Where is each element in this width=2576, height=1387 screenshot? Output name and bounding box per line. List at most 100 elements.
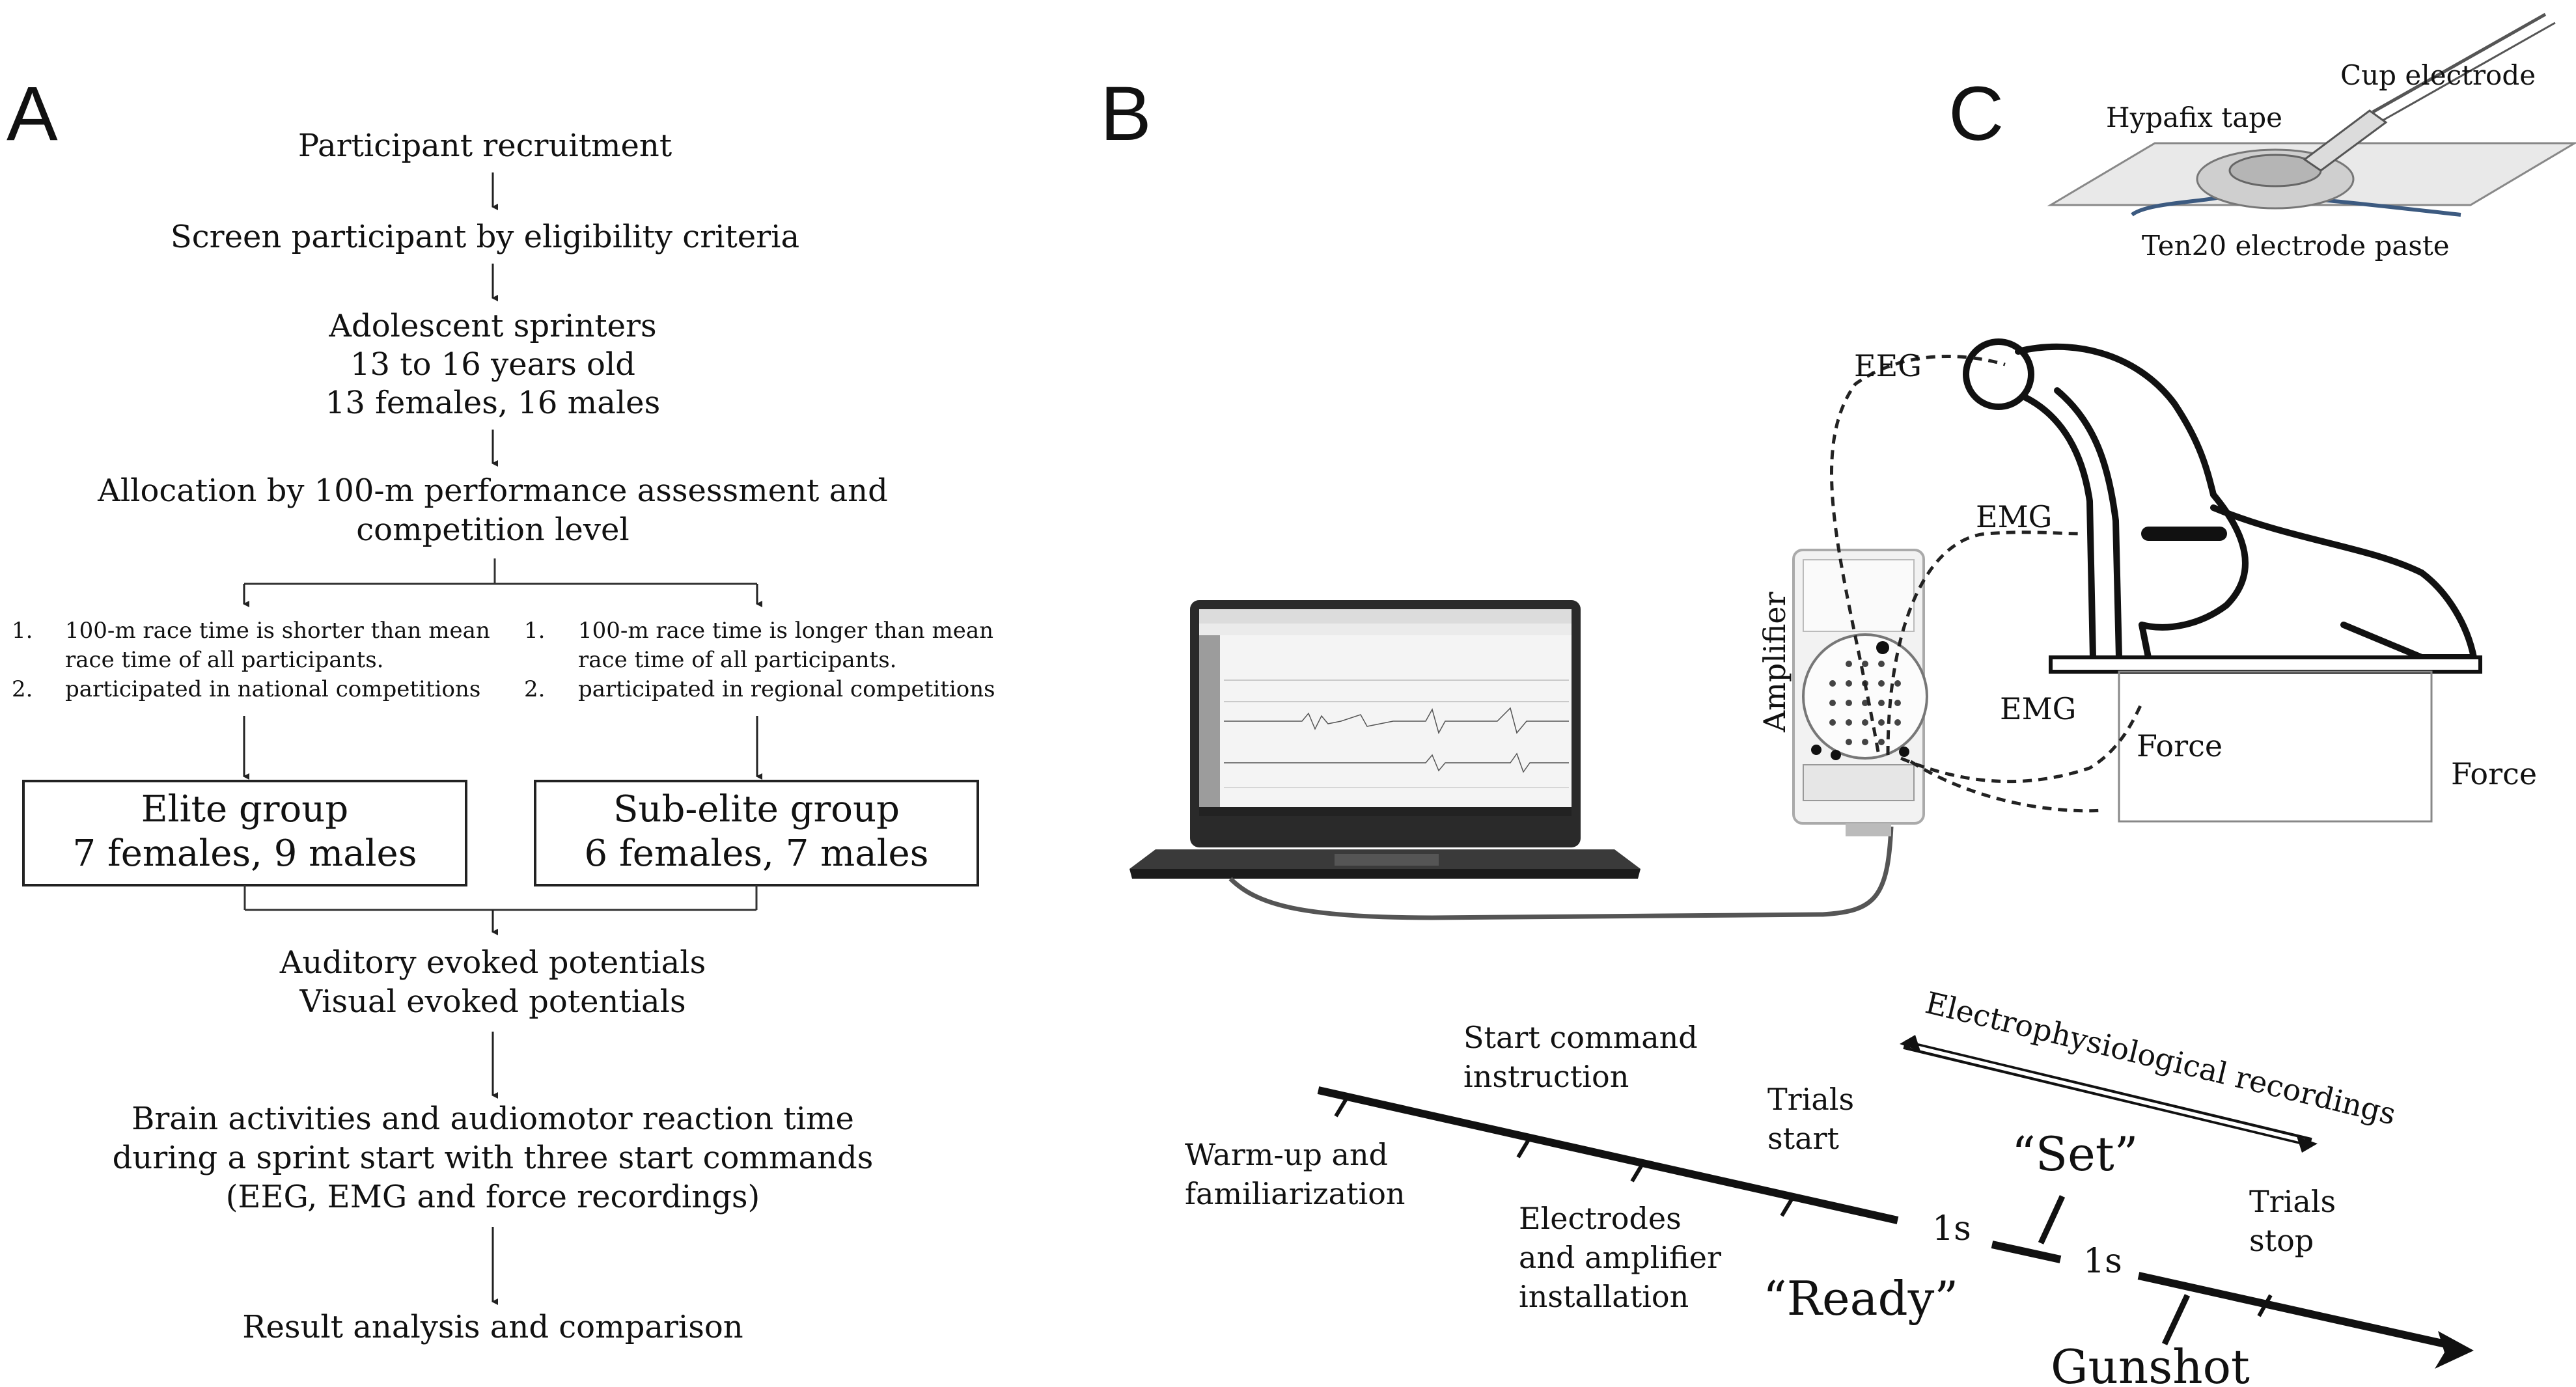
athlete-arm-right — [2054, 387, 2122, 661]
panel-b-letter: B — [1100, 71, 1152, 157]
right-criteria-number-1: 1. — [524, 618, 545, 644]
right-criteria-1-line2: race time of all participants. — [578, 647, 896, 673]
step-brain-activities-line1: Brain activities and audiomotor reaction… — [132, 1101, 854, 1137]
panel-c-letter: C — [1948, 71, 2004, 157]
screen-sidebar — [1199, 635, 1220, 811]
athlete-foot — [2340, 622, 2477, 661]
connector-port — [1811, 745, 1821, 755]
eeg-label: EEG — [1854, 348, 1922, 383]
left-criteria-1-line2: race time of all participants. — [65, 647, 383, 673]
tick-trials-start — [1780, 1195, 1795, 1217]
left-criteria-number-1: 1. — [12, 618, 33, 644]
screen-ribbon — [1199, 624, 1572, 635]
laptop-base-edge — [1129, 869, 1641, 879]
force-wire — [1909, 760, 2103, 813]
step-brain-activities-line2: during a sprint start with three start c… — [113, 1140, 874, 1176]
timeline-segment-3 — [2137, 1272, 2456, 1350]
step-allocation-line1: Allocation by 100-m performance assessme… — [97, 473, 888, 509]
athlete-arm-left — [2021, 394, 2096, 661]
tick-warmup — [1334, 1095, 1350, 1118]
eeg-wire — [1830, 355, 2006, 752]
step-allocation-line2: competition level — [356, 512, 629, 548]
electrode-cap-diagram — [1802, 633, 1928, 760]
interval-1s-second: 1s — [2083, 1242, 2122, 1281]
electrode-wire — [2372, 12, 2547, 114]
amplifier-panel — [1803, 559, 1915, 632]
tick-start-command — [1516, 1136, 1532, 1159]
step-visual-evoked: Visual evoked potentials — [299, 983, 686, 1020]
tick-set — [2038, 1195, 2066, 1244]
connector-port — [1831, 750, 1841, 760]
subelite-group-title: Sub-elite group — [613, 788, 900, 831]
right-criteria-1-line1: 100-m race time is longer than mean — [578, 618, 993, 644]
recording-span-end-left — [1900, 1035, 1920, 1051]
emg-label-lower: EMG — [2000, 691, 2076, 726]
eeg-waveform-traces — [1224, 680, 1569, 788]
left-criteria-1-line1: 100-m race time is shorter than mean — [65, 618, 490, 644]
tick-electrodes — [1630, 1160, 1646, 1183]
hypafix-label: Hypafix tape — [2106, 102, 2282, 133]
step-participant-recruitment: Participant recruitment — [298, 128, 672, 164]
electrodes-label-line3: installation — [1519, 1279, 1689, 1314]
connector-port — [1899, 747, 1909, 757]
amplifier-foot — [1846, 823, 1891, 836]
force-label-left: Force — [2137, 728, 2223, 763]
set-command-label: “Set” — [2012, 1127, 2138, 1181]
paste-label: Ten20 electrode paste — [2142, 230, 2450, 262]
laptop — [1129, 600, 1641, 879]
timeline-segment-2 — [1991, 1241, 2062, 1263]
electrode-dot — [1876, 641, 1889, 654]
athlete-knee — [2139, 622, 2152, 661]
trials-stop-label-line2: stop — [2249, 1223, 2314, 1258]
protocol-timeline: Electrophysiological recordings Warm-up … — [1185, 985, 2474, 1387]
right-criteria-2: participated in regional competitions — [578, 676, 995, 702]
tick-trials-stop — [2257, 1294, 2273, 1317]
cup-electrode-label: Cup electrode — [2340, 59, 2536, 91]
athlete-back — [2015, 343, 2217, 498]
trials-start-label-line2: start — [1767, 1121, 1840, 1156]
panel-c: C Hypafix tape Cup electrode Ten20 elect… — [1948, 12, 2576, 262]
force-plate-outline — [2118, 670, 2433, 823]
athlete-rear-leg — [2210, 504, 2477, 661]
trials-stop-label-line1: Trials — [2249, 1184, 2336, 1219]
usb-cable — [1228, 826, 1894, 920]
athlete-thigh-front — [2139, 491, 2249, 631]
electrodes-label-line1: Electrodes — [1519, 1201, 1682, 1236]
screen-toolbar — [1199, 609, 1572, 624]
step-result-analysis: Result analysis and comparison — [242, 1309, 743, 1345]
timeline-segment-1 — [1317, 1086, 1899, 1224]
panel-a: A Participant recruitment Screen partici… — [7, 71, 995, 1345]
electrode-grid — [1829, 661, 1901, 745]
emg-wire-lower — [1900, 702, 2144, 784]
interval-1s-first: 1s — [1932, 1209, 1971, 1248]
screen-taskbar — [1199, 807, 1572, 816]
emg-wire-upper — [1886, 530, 2084, 756]
recording-span-end-right — [2297, 1136, 2318, 1153]
start-command-label-line2: instruction — [1463, 1059, 1629, 1094]
warmup-label-line2: familiarization — [1185, 1176, 1406, 1211]
right-criteria-number-2: 2. — [524, 676, 545, 702]
electrode-lead — [2303, 109, 2388, 172]
gunshot-label: Gunshot — [2051, 1339, 2250, 1387]
amplifier: Amplifier — [1757, 549, 1928, 836]
step-sex-count: 13 females, 16 males — [325, 385, 660, 421]
step-auditory-evoked: Auditory evoked potentials — [279, 944, 706, 981]
sprinter-figure — [1963, 338, 2477, 661]
ready-command-label: “Ready” — [1763, 1271, 1958, 1326]
recording-span-inner — [1910, 1044, 2305, 1143]
electrodes-label-line2: and amplifier — [1519, 1240, 1721, 1275]
connector-row — [1803, 764, 1915, 801]
step-age-range: 13 to 16 years old — [350, 346, 635, 383]
electrode-wire — [2382, 21, 2556, 122]
start-command-label-line1: Start command — [1463, 1020, 1698, 1055]
emg-label-upper: EMG — [1976, 499, 2052, 534]
starting-block-platform — [2049, 655, 2482, 674]
step-adolescent-sprinters: Adolescent sprinters — [328, 308, 656, 344]
force-label-right: Force — [2451, 756, 2537, 791]
signal-wires — [1830, 355, 2144, 813]
elite-group-box — [22, 780, 467, 886]
elite-group-title: Elite group — [141, 788, 348, 831]
trials-start-label-line1: Trials — [1767, 1082, 1854, 1117]
step-screen-eligibility: Screen participant by eligibility criter… — [171, 219, 799, 255]
laptop-screen — [1199, 609, 1572, 816]
